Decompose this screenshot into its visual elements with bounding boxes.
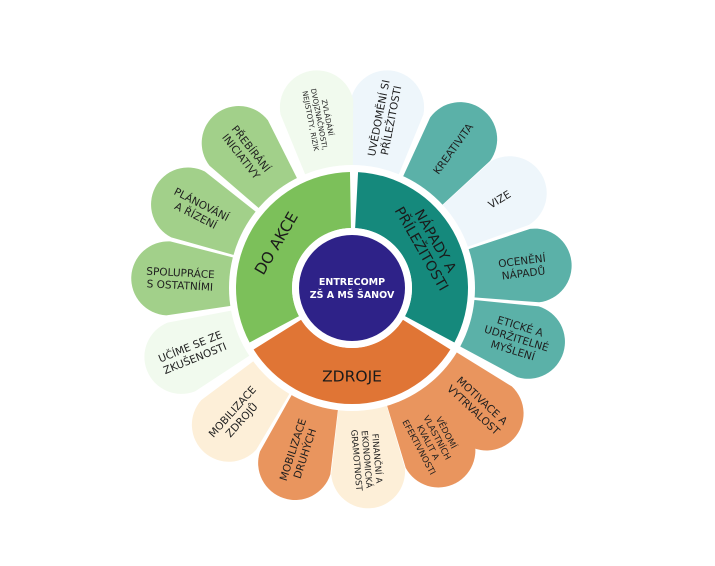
- petal-motivace: [417, 346, 524, 451]
- petal-financni: [331, 395, 405, 509]
- center-label-line: ZŠ A MŠ ŠANOV: [310, 289, 395, 301]
- petal-label-line: OCENĚNÍ: [498, 252, 547, 271]
- area-label-zdroje: ZDROJE: [322, 367, 382, 385]
- petal-ucime: [144, 308, 259, 394]
- petal-shape: [201, 106, 302, 215]
- petal-shape: [191, 354, 295, 462]
- center-label-line: ENTRECOMP: [319, 277, 385, 288]
- petal-shape: [384, 374, 476, 488]
- petal-label-line: NÁPADŮ: [501, 264, 546, 282]
- center-disc: [299, 235, 405, 341]
- petal-label-financni: FINANČNÍ AEKONOMICKÁGRAMOTNOST: [348, 427, 386, 492]
- petal-mobilizace-druhych: [258, 385, 340, 500]
- petal-shape: [331, 395, 405, 509]
- area-segment-zdroje: [253, 319, 451, 404]
- petal-uvedomeni: [350, 70, 425, 185]
- area-label-line: ZDROJE: [322, 367, 382, 385]
- petal-shape: [350, 70, 425, 185]
- petal-shape: [131, 241, 244, 316]
- area-segment-napady: [355, 172, 468, 343]
- petal-label-oceneni: OCENĚNÍNÁPADŮ: [498, 252, 548, 283]
- petal-label-spoluprace: SPOLUPRÁCES OSTATNÍMI: [145, 265, 215, 294]
- area-segment-do-akce: [236, 172, 351, 343]
- petal-mobilizace-zdroju: [191, 354, 295, 462]
- petal-shape: [458, 228, 572, 303]
- petal-label-line: SPOLUPRÁCE: [146, 265, 215, 282]
- petal-prebirani: [201, 106, 302, 215]
- petal-shape: [151, 167, 265, 258]
- petal-shape: [450, 298, 565, 379]
- petal-kreativita: [398, 102, 498, 213]
- petal-oceneni: [458, 228, 572, 303]
- petal-label-line: S OSTATNÍMI: [146, 277, 213, 293]
- petal-shape: [417, 346, 524, 451]
- petal-spoluprace: [131, 241, 244, 316]
- petal-zvladani: [279, 70, 354, 185]
- petal-shape: [434, 156, 547, 251]
- petal-vize: [434, 156, 547, 251]
- petal-eticke: [450, 298, 565, 379]
- petal-planovani: [151, 167, 265, 258]
- petal-shape: [398, 102, 498, 213]
- petal-vedomi: [384, 374, 476, 488]
- petal-shape: [279, 70, 354, 185]
- petal-shape: [258, 385, 340, 500]
- petal-shape: [144, 308, 259, 394]
